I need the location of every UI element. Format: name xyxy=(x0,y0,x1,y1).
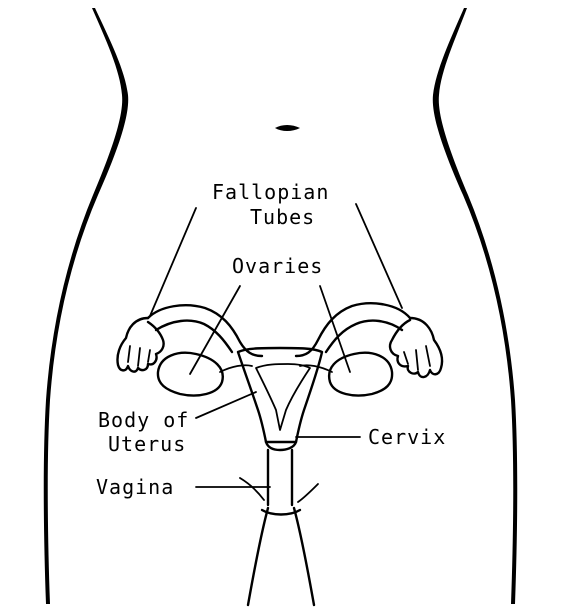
labia-left xyxy=(240,478,264,500)
fallopian-leader-right xyxy=(356,204,402,308)
torso-left-edge xyxy=(44,8,128,604)
label-vagina: Vagina xyxy=(96,475,174,499)
left-fallopian-tube-inner xyxy=(156,321,232,352)
label-fallopian-line2: Tubes xyxy=(250,205,315,229)
label-fallopian-line1: Fallopian xyxy=(212,180,329,204)
label-cervix: Cervix xyxy=(368,425,446,449)
body-of-uterus-leader xyxy=(196,392,256,418)
left-fimbriae xyxy=(117,318,163,372)
right-ovary xyxy=(329,353,392,396)
cervix-shape xyxy=(266,442,296,450)
fallopian-leader-left xyxy=(150,208,196,316)
label-body-of-line2: Uterus xyxy=(108,432,186,456)
torso-right-edge xyxy=(433,8,517,604)
label-ovaries: Ovaries xyxy=(232,254,323,278)
labia-right xyxy=(298,484,318,502)
left-ovarian-ligament xyxy=(220,365,252,372)
left-inner-thigh xyxy=(248,508,268,605)
label-body-of-line1: Body of xyxy=(98,408,189,432)
right-inner-thigh xyxy=(294,508,314,605)
navel xyxy=(275,125,300,131)
right-fallopian-tube xyxy=(296,303,410,356)
